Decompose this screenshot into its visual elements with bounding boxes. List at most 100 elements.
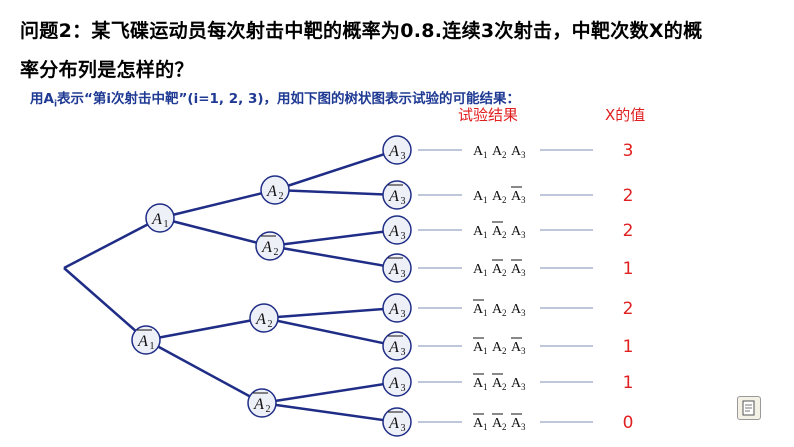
outcome-letter: A <box>511 144 522 159</box>
tree-edge <box>145 316 265 342</box>
tree-node <box>382 215 412 245</box>
tree-node <box>255 231 285 261</box>
outcome-subscript: 1 <box>483 268 488 278</box>
outcome-subscript: 1 <box>483 230 488 240</box>
outcome-subscript: 2 <box>502 195 507 205</box>
question-line-1: 问题2：某飞碟运动员每次射击中靶的概率为0.8.连续3次射击，中靶次数X的概 <box>20 20 703 42</box>
outcome-letter: A <box>511 340 522 355</box>
tree-node <box>382 331 412 361</box>
outcome-letter: A <box>492 376 503 391</box>
node-letter: A <box>253 396 264 413</box>
node-subscript: 3 <box>401 151 406 162</box>
x-value-header: X的值 <box>605 106 646 124</box>
node-letter: A <box>388 261 399 278</box>
node-letter: A <box>266 183 277 200</box>
tree-edge <box>274 148 398 192</box>
outcome-subscript: 1 <box>483 195 488 205</box>
outcome-subscript: 2 <box>502 422 507 432</box>
tree-edge <box>261 401 398 424</box>
outcome-letter: A <box>473 302 484 317</box>
outcome-subscript: 2 <box>502 308 507 318</box>
x-value: 2 <box>623 299 634 319</box>
document-icon[interactable] <box>737 396 761 420</box>
tree-edge <box>269 244 398 270</box>
tree-edge <box>261 380 398 405</box>
tree-edge <box>263 316 398 348</box>
tree-edge <box>63 216 161 270</box>
outcome-subscript: 3 <box>521 382 526 392</box>
outcome-letter: A <box>492 340 503 355</box>
node-letter: A <box>151 211 162 228</box>
outcome-subscript: 3 <box>521 422 526 432</box>
node-letter: A <box>261 239 272 256</box>
tree-edge <box>145 338 263 405</box>
outcome-letter: A <box>473 144 484 159</box>
outcome-letter: A <box>473 416 484 431</box>
outcome-letter: A <box>473 224 484 239</box>
node-subscript: 3 <box>401 383 406 394</box>
outcome-subscript: 2 <box>502 268 507 278</box>
node-letter: A <box>388 415 399 432</box>
outcome-subscript: 1 <box>483 382 488 392</box>
tree-edge <box>263 306 398 320</box>
outcome-letter: A <box>492 189 503 204</box>
node-subscript: 3 <box>401 269 406 280</box>
x-value: 2 <box>623 221 634 241</box>
node-letter: A <box>388 339 399 356</box>
outcome-letter: A <box>511 302 522 317</box>
outcome-subscript: 3 <box>521 308 526 318</box>
node-subscript: 3 <box>401 196 406 207</box>
node-subscript: 2 <box>268 319 273 330</box>
outcomes-header: 试验结果 <box>458 106 519 124</box>
outcome-letter: A <box>492 224 503 239</box>
tree-edge <box>159 188 276 220</box>
x-value: 1 <box>623 337 634 357</box>
node-letter: A <box>388 301 399 318</box>
outcome-subscript: 1 <box>483 346 488 356</box>
outcome-subscript: 1 <box>483 308 488 318</box>
tree-edge <box>63 267 147 341</box>
tree-node <box>131 325 161 355</box>
outcome-letter: A <box>492 262 503 277</box>
x-value: 2 <box>623 186 634 206</box>
tree-edge <box>159 216 271 248</box>
outcome-subscript: 3 <box>521 346 526 356</box>
tree-node <box>382 293 412 323</box>
outcome-letter: A <box>511 189 522 204</box>
subtitle-post: 表示“第i次射击中靶”(i=1, 2, 3)，用如下图的树状图表示试验的可能结果… <box>57 91 521 107</box>
outcome-letter: A <box>511 262 522 277</box>
outcome-letter: A <box>473 340 484 355</box>
outcome-subscript: 1 <box>483 150 488 160</box>
outcome-subscript: 2 <box>502 346 507 356</box>
node-subscript: 2 <box>279 191 284 202</box>
outcome-subscript: 2 <box>502 382 507 392</box>
outcome-letter: A <box>473 376 484 391</box>
outcome-letter: A <box>511 416 522 431</box>
tree-node <box>145 203 175 233</box>
tree-node <box>382 135 412 165</box>
tree-node <box>382 253 412 283</box>
outcome-letter: A <box>492 416 503 431</box>
subtitle: 用Ai表示“第i次射击中靶”(i=1, 2, 3)，用如下图的树状图表示试验的可… <box>30 87 520 110</box>
tree-edge <box>274 188 398 197</box>
outcome-subscript: 3 <box>521 268 526 278</box>
node-subscript: 3 <box>401 347 406 358</box>
outcome-letter: A <box>511 224 522 239</box>
outcome-subscript: 1 <box>483 422 488 432</box>
subtitle-pre: 用A <box>30 91 54 107</box>
node-letter: A <box>388 143 399 160</box>
node-letter: A <box>388 188 399 205</box>
node-subscript: 1 <box>164 219 169 230</box>
x-value: 1 <box>623 259 634 279</box>
subtitle-sub: i <box>53 99 58 110</box>
outcome-subscript: 3 <box>521 230 526 240</box>
tree-edge <box>269 228 398 248</box>
question-line-2: 率分布列是怎样的？ <box>20 59 194 81</box>
outcome-letter: A <box>511 376 522 391</box>
tree-node <box>382 367 412 397</box>
node-letter: A <box>137 333 148 350</box>
tree-node <box>382 180 412 210</box>
tree-node <box>249 303 279 333</box>
node-letter: A <box>388 223 399 240</box>
outcome-subscript: 3 <box>521 150 526 160</box>
